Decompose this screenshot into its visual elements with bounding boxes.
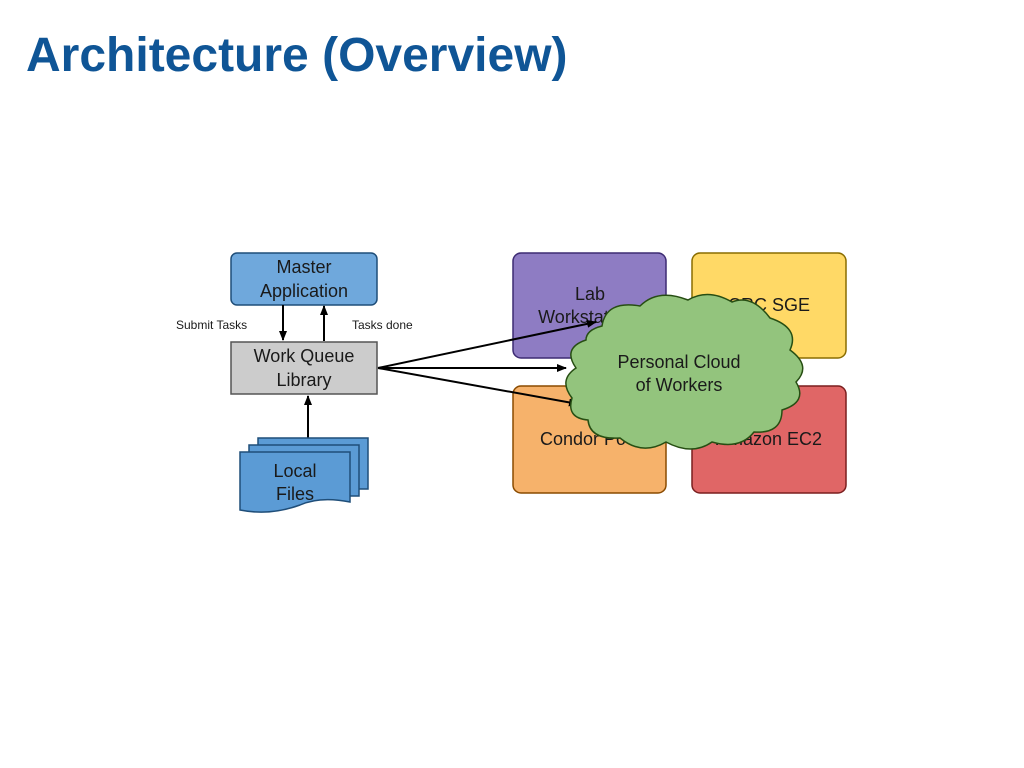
library-to-condor-arrow — [377, 367, 579, 407]
tasks-done-label: Tasks done — [352, 318, 413, 332]
cloud-label-line1: Personal Cloud — [617, 352, 740, 372]
files-label-line1: Local — [273, 461, 316, 481]
personal-cloud-node: Personal Cloud of Workers — [565, 293, 804, 450]
slide-title: Architecture (Overview) — [26, 29, 568, 82]
master-application-node: Master Application — [230, 252, 378, 306]
master-label-line2: Application — [260, 281, 348, 301]
submit-tasks-label: Submit Tasks — [176, 318, 247, 332]
lab-label-line1: Lab — [575, 284, 605, 304]
cloud-label-line2: of Workers — [636, 375, 723, 395]
files-label-line2: Files — [276, 484, 314, 504]
library-label-line2: Library — [276, 370, 331, 390]
master-label-line1: Master — [276, 257, 331, 277]
cloud-shape — [565, 293, 804, 450]
work-queue-library-node: Work Queue Library — [230, 341, 378, 395]
local-files-node: Local Files — [239, 437, 369, 513]
library-label-line1: Work Queue — [254, 346, 355, 366]
library-to-lab-arrow — [377, 319, 597, 369]
